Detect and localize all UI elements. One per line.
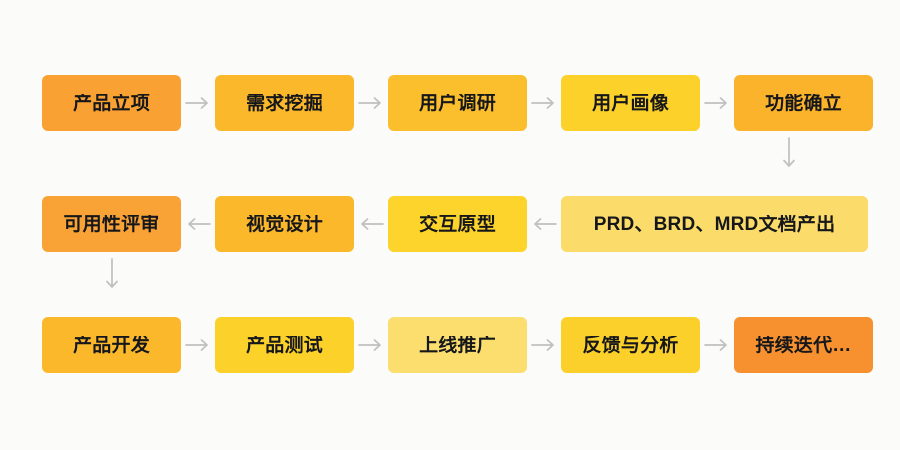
flow-node-label: 可用性评审 (63, 214, 160, 234)
flow-node-label: 视觉设计 (246, 214, 323, 234)
flow-row-2: 可用性评审 视觉设计 交互原型 PRD、BRD、MRD文档产出 (42, 196, 868, 252)
flow-node-label: 反馈与分析 (582, 335, 679, 355)
arrow-right-icon (527, 75, 561, 131)
flow-node-可用性评审[interactable]: 可用性评审 (42, 196, 181, 252)
flow-node-上线推广[interactable]: 上线推广 (388, 317, 527, 373)
arrow-left-icon (181, 196, 215, 252)
flow-node-label: 产品立项 (73, 93, 150, 113)
flow-node-label: 需求挖掘 (246, 93, 323, 113)
flow-node-交互原型[interactable]: 交互原型 (388, 196, 527, 252)
flow-node-label: 产品开发 (73, 335, 150, 355)
arrow-right-icon (527, 317, 561, 373)
flow-node-产品开发[interactable]: 产品开发 (42, 317, 181, 373)
flow-node-持续迭代[interactable]: 持续迭代… (734, 317, 873, 373)
flow-node-prd-brd-mrd[interactable]: PRD、BRD、MRD文档产出 (561, 196, 868, 252)
flow-node-用户画像[interactable]: 用户画像 (561, 75, 700, 131)
flow-node-产品立项[interactable]: 产品立项 (42, 75, 181, 131)
flow-row-1: 产品立项 需求挖掘 用户调研 用户画像 功能确立 (42, 75, 873, 131)
flow-node-反馈与分析[interactable]: 反馈与分析 (561, 317, 700, 373)
flow-node-功能确立[interactable]: 功能确立 (734, 75, 873, 131)
flow-node-label: 产品测试 (246, 335, 323, 355)
arrow-right-icon (354, 75, 388, 131)
flow-node-需求挖掘[interactable]: 需求挖掘 (215, 75, 354, 131)
flow-node-label: 持续迭代… (755, 335, 852, 355)
arrow-right-icon (700, 317, 734, 373)
arrow-down-icon (772, 132, 806, 176)
flow-node-label: 交互原型 (419, 214, 496, 234)
flow-node-label: 用户调研 (419, 93, 496, 113)
flow-node-label: 功能确立 (765, 93, 842, 113)
flow-node-label: PRD、BRD、MRD文档产出 (593, 214, 836, 234)
flow-node-用户调研[interactable]: 用户调研 (388, 75, 527, 131)
arrow-right-icon (700, 75, 734, 131)
arrow-left-icon (354, 196, 388, 252)
flow-node-label: 上线推广 (419, 335, 496, 355)
flow-node-视觉设计[interactable]: 视觉设计 (215, 196, 354, 252)
arrow-right-icon (181, 317, 215, 373)
arrow-left-icon (527, 196, 561, 252)
flow-row-3: 产品开发 产品测试 上线推广 反馈与分析 持续迭代… (42, 317, 873, 373)
flow-node-产品测试[interactable]: 产品测试 (215, 317, 354, 373)
arrow-down-icon (95, 253, 129, 297)
arrow-right-icon (181, 75, 215, 131)
arrow-right-icon (354, 317, 388, 373)
flow-node-label: 用户画像 (592, 93, 669, 113)
